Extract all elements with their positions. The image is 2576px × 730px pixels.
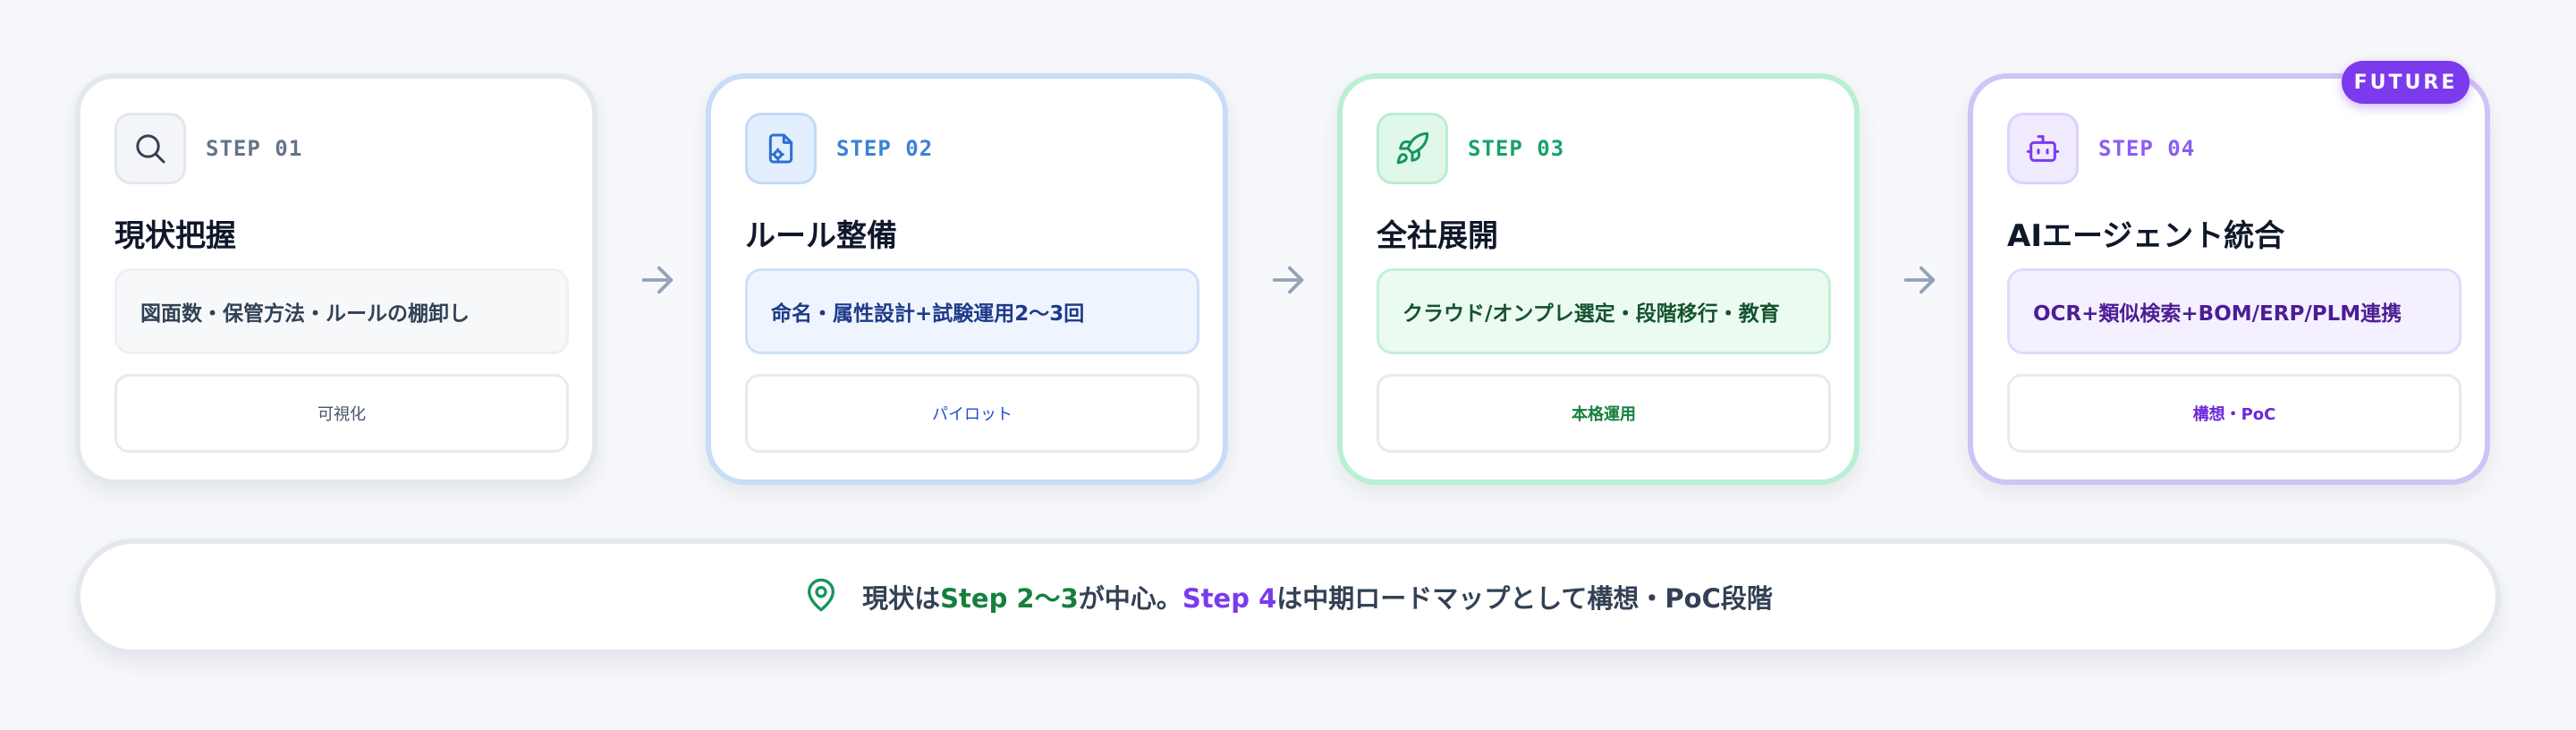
arrow-right-icon [637,259,678,301]
step-label: STEP 01 [206,136,303,161]
banner-text-part: が中心。 [1078,583,1182,614]
step-title: 全社展開 [1377,218,1498,254]
step-title: AIエージェント統合 [2007,218,2285,254]
arrow-right-icon [1899,259,1940,301]
step-card-03: STEP 03 全社展開 クラウド/オンプレ選定・段階移行・教育 本格運用 [1337,73,1860,485]
step-description: 命名・属性設計+試験運用2〜3回 [745,268,1199,354]
banner-highlight-steps: Step 2〜3 [940,583,1079,614]
step-description: クラウド/オンプレ選定・段階移行・教育 [1377,268,1831,354]
step-phase: 本格運用 [1377,374,1831,453]
step-phase: 構想・PoC [2007,374,2462,453]
step-label: STEP 02 [836,136,934,161]
banner-text-part: は中期ロードマップとして構想・PoC段階 [1276,583,1773,614]
file-settings-icon [745,113,817,184]
banner-highlight-step4: Step 4 [1182,583,1277,614]
future-badge: FUTURE [2342,61,2470,104]
status-banner: 現状はStep 2〜3が中心。Step 4は中期ロードマップとして構想・PoC段… [75,539,2501,655]
robot-icon [2007,113,2079,184]
step-phase: 可視化 [114,374,569,453]
step-card-02: STEP 02 ルール整備 命名・属性設計+試験運用2〜3回 パイロット [706,73,1228,485]
step-card-01: STEP 01 現状把握 図面数・保管方法・ルールの棚卸し 可視化 [75,73,597,485]
arrow-right-icon [1267,259,1309,301]
search-icon [114,113,186,184]
step-description: OCR+類似検索+BOM/ERP/PLM連携 [2007,268,2462,354]
rocket-icon [1377,113,1448,184]
step-title: 現状把握 [114,218,236,254]
step-title: ルール整備 [745,218,897,254]
step-phase: パイロット [745,374,1199,453]
step-label: STEP 04 [2098,136,2196,161]
step-card-04: STEP 04 AIエージェント統合 OCR+類似検索+BOM/ERP/PLM連… [1968,73,2490,485]
banner-text: 現状はStep 2〜3が中心。Step 4は中期ロードマップとして構想・PoC段… [862,578,1773,615]
map-pin-icon [803,577,839,613]
step-label: STEP 03 [1468,136,1565,161]
banner-text-part: 現状は [862,583,941,614]
step-description: 図面数・保管方法・ルールの棚卸し [114,268,569,354]
